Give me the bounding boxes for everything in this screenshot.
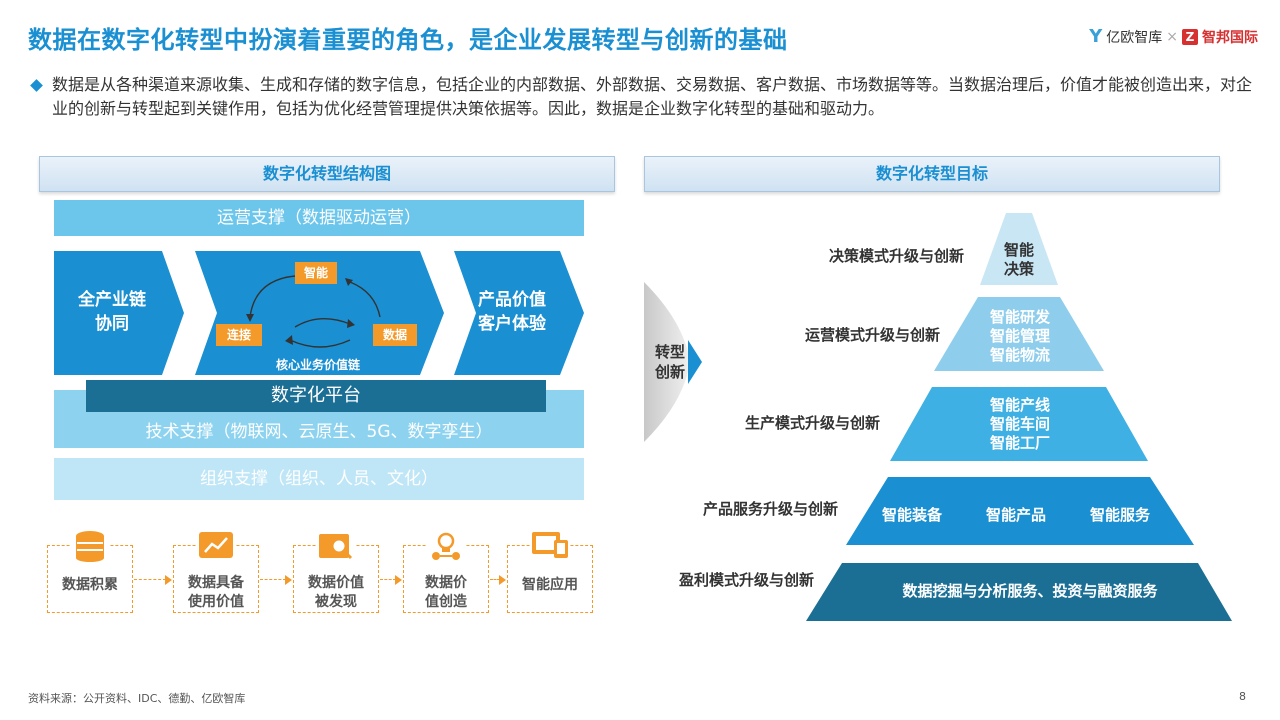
step-value-create: 数据价 值创造: [403, 530, 489, 613]
cycle-caption: 核心业务价值链: [275, 358, 360, 372]
step-label: 智能应用: [522, 577, 578, 593]
step-arrow: [380, 579, 396, 580]
pyramid-level-3: [890, 387, 1148, 461]
yiou-logo-text: 亿欧智库: [1106, 29, 1163, 46]
pyramid-level-1: [980, 213, 1058, 285]
right-section-header: 数字化转型目标: [644, 156, 1220, 192]
chain-right-shape: [454, 251, 584, 375]
bullet-diamond-icon: [30, 79, 43, 92]
step-value-found: 数据价值 被发现: [293, 530, 379, 613]
platform-bar: 数字化平台: [86, 380, 546, 412]
left-section-header: 数字化转型结构图: [39, 156, 615, 192]
org-support-bar: 组织支撑（组织、人员、文化）: [54, 458, 584, 500]
cycle-node-smart: 智能: [295, 262, 337, 284]
pyramid-l2-text: 智能研发 智能管理 智能物流: [989, 308, 1050, 364]
pyramid-l3-label: 生产模式升级与创新: [744, 414, 880, 432]
yiou-logo-icon: Y: [1089, 26, 1103, 47]
step-label: 数据价值 被发现: [308, 575, 364, 610]
magnifier-icon: [316, 530, 356, 562]
zhibang-logo-icon: Z: [1182, 28, 1198, 45]
intro-paragraph: 数据是从各种渠道来源收集、生成和存储的数字信息，包括企业的内部数据、外部数据、交…: [52, 75, 1253, 118]
ops-support-bar: 运营支撑（数据驱动运营）: [54, 200, 584, 236]
cycle-node-connect: 连接: [216, 324, 262, 346]
pyramid-l4-item-3: 智能服务: [1089, 506, 1150, 524]
chain-right-label: 产品价值 客户体验: [478, 290, 546, 334]
transform-label: 转型 创新: [654, 343, 685, 381]
page-number: 8: [1239, 690, 1246, 703]
logos: Y 亿欧智库 × Z 智邦国际: [1089, 26, 1258, 47]
step-label: 数据价 值创造: [425, 575, 467, 610]
step-label: 数据具备 使用价值: [188, 575, 244, 610]
source-note: 资料来源：公开资料、IDC、德勤、亿欧智库: [28, 692, 246, 705]
step-arrow: [260, 579, 286, 580]
database-icon: [70, 530, 110, 562]
step-arrow: [490, 579, 500, 580]
step-data-accumulate: 数据积累: [47, 530, 133, 613]
chain-left-chevron: [54, 251, 184, 375]
zhibang-logo-text: 智邦国际: [1202, 29, 1258, 46]
trend-chart-icon: [196, 530, 236, 562]
pyramid-l1-text: 智能 决策: [1003, 241, 1034, 278]
step-arrow-head: [285, 575, 292, 585]
cycle-node-data: 数据: [373, 324, 417, 346]
pyramid-level-5: [806, 563, 1232, 621]
pyramid: [806, 213, 1232, 621]
lightbulb-gear-icon: [426, 530, 466, 562]
chain-left-label: 全产业链 协同: [78, 290, 146, 334]
logo-cross: ×: [1166, 28, 1178, 45]
pyramid-level-4: [846, 477, 1194, 545]
pyramid-l5-label: 盈利模式升级与创新: [678, 571, 814, 589]
step-label: 数据积累: [62, 577, 118, 593]
cycle-arrows: [246, 275, 381, 348]
page-title: 数据在数字化转型中扮演着重要的角色，是企业发展转型与创新的基础: [28, 26, 788, 54]
step-arrow: [134, 579, 166, 580]
pyramid-l4-item-2: 智能产品: [985, 506, 1046, 524]
chain-right-chevron: [454, 251, 584, 375]
pyramid-l2-label: 运营模式升级与创新: [804, 326, 940, 344]
pyramid-l3-text: 智能产线 智能车间 智能工厂: [989, 396, 1050, 452]
step-arrow-head: [395, 575, 402, 585]
step-arrow-head: [499, 575, 506, 585]
tech-support-label: 技术支撑（物联网、云原生、5G、数字孪生）: [145, 422, 493, 442]
step-arrow-head: [165, 575, 172, 585]
pyramid-l4-item-1: 智能装备: [881, 506, 942, 524]
pyramid-l4-label: 产品服务升级与创新: [702, 500, 838, 518]
step-smart-app: 智能应用: [507, 530, 593, 613]
step-data-usable: 数据具备 使用价值: [173, 530, 259, 613]
pyramid-level-2: [934, 297, 1104, 371]
pyramid-l5-text: 数据挖掘与分析服务、投资与融资服务: [902, 582, 1158, 600]
transform-arrow: [644, 282, 702, 442]
devices-icon: [530, 530, 570, 562]
pyramid-l1-label: 决策模式升级与创新: [828, 247, 964, 265]
